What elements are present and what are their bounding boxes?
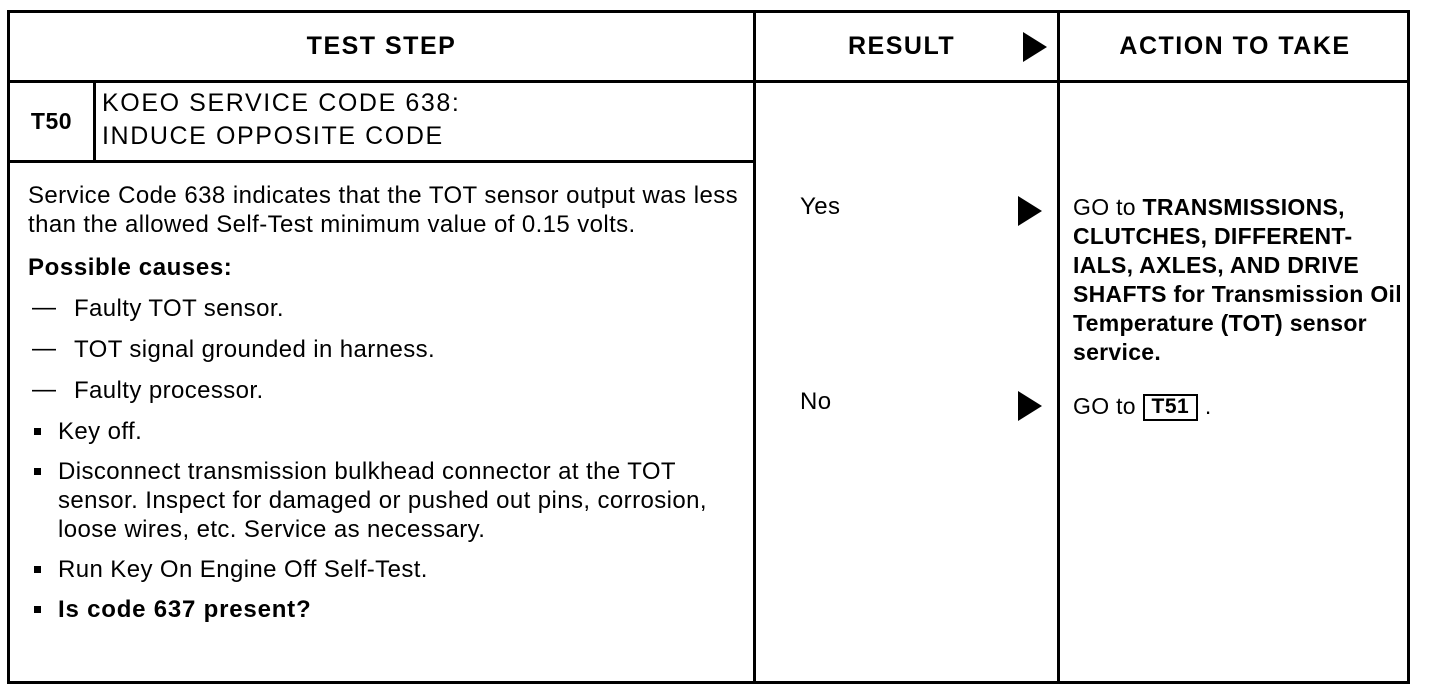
test-step-content: Service Code 638 indicates that the TOT … bbox=[28, 181, 738, 635]
cause-text: Faulty TOT sensor. bbox=[74, 295, 284, 322]
cause-item: — TOT signal grounded in harness. bbox=[28, 335, 738, 364]
bullet-icon bbox=[34, 566, 41, 573]
step-intro-paragraph: Service Code 638 indicates that the TOT … bbox=[28, 182, 738, 238]
right-triangle-icon bbox=[1018, 196, 1042, 226]
action-yes: GO to TRANSMISSIONS, CLUTCHES, DIFFERENT… bbox=[1073, 193, 1418, 367]
cause-text: Faulty processor. bbox=[74, 377, 264, 404]
step-action-item: Disconnect transmission bulkhead connect… bbox=[28, 457, 738, 544]
em-dash-glyph: — bbox=[32, 335, 57, 362]
action-suffix: . bbox=[1198, 393, 1212, 419]
possible-causes-heading: Possible causes: bbox=[28, 254, 233, 281]
column-header-action-to-take: ACTION TO TAKE bbox=[1119, 32, 1351, 60]
right-triangle-icon bbox=[1018, 391, 1042, 421]
column-divider-2 bbox=[1057, 13, 1060, 681]
step-action-item: Run Key On Engine Off Self-Test. bbox=[28, 555, 738, 584]
column-header-result: RESULT bbox=[848, 32, 956, 60]
test-id-divider bbox=[93, 83, 96, 160]
action-prefix: GO to bbox=[1073, 393, 1143, 419]
step-action-text: Key off. bbox=[58, 418, 143, 445]
header-row-divider bbox=[10, 80, 1407, 83]
em-dash-glyph: — bbox=[32, 376, 57, 403]
column-divider-1 bbox=[753, 13, 756, 681]
cause-item: — Faulty processor. bbox=[28, 376, 738, 405]
step-action-item-question: Is code 637 present? bbox=[28, 595, 738, 624]
test-title-line-1: KOEO SERVICE CODE 638: bbox=[102, 89, 461, 117]
step-action-item: Key off. bbox=[28, 417, 738, 446]
action-suffix: for Transmission Oil Temperature (TOT) s… bbox=[1073, 281, 1402, 365]
bullet-icon bbox=[34, 468, 41, 475]
cause-text: TOT signal grounded in harness. bbox=[74, 336, 436, 363]
em-dash-glyph: — bbox=[32, 294, 57, 321]
action-bold-reference: TRANSMISSIONS, CLUTCHES, DIFFERENT- IALS… bbox=[1073, 194, 1360, 307]
test-title: KOEO SERVICE CODE 638: INDUCE OPPOSITE C… bbox=[102, 87, 742, 153]
step-action-text: Run Key On Engine Off Self-Test. bbox=[58, 556, 428, 583]
column-header-test-step: TEST STEP bbox=[306, 32, 457, 60]
result-label-no: No bbox=[800, 388, 832, 415]
test-title-line-2: INDUCE OPPOSITE CODE bbox=[102, 122, 444, 150]
diagnostic-table: TEST STEP RESULT ACTION TO TAKE T50 KOEO… bbox=[7, 10, 1410, 684]
step-action-text: Disconnect transmission bulkhead connect… bbox=[58, 458, 707, 543]
action-no: GO to T51 . bbox=[1073, 392, 1418, 421]
action-prefix: GO to bbox=[1073, 194, 1143, 220]
result-label-yes: Yes bbox=[800, 193, 841, 220]
test-reference-box-t51[interactable]: T51 bbox=[1142, 394, 1199, 421]
bullet-icon bbox=[34, 606, 41, 613]
test-id-badge: T50 bbox=[30, 108, 73, 134]
cause-item: — Faulty TOT sensor. bbox=[28, 294, 738, 323]
step-action-text: Is code 637 present? bbox=[58, 596, 312, 623]
test-title-row-divider bbox=[10, 160, 756, 163]
bullet-icon bbox=[34, 428, 41, 435]
right-triangle-icon bbox=[1023, 32, 1047, 62]
